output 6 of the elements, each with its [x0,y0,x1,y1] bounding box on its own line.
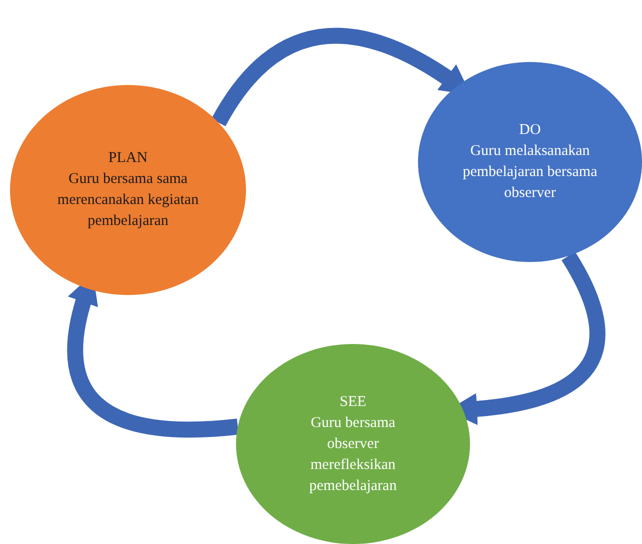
node-title: DO [519,121,541,140]
node-description: Guru bersama sama merencanakan kegiatan pembelajaran [56,170,200,231]
node-description: Guru bersama observer merefleksikan pemebelajaran [308,414,398,496]
node-description: Guru melaksanakan pembelajaran bersama observer [462,142,598,203]
node-title: PLAN [108,149,148,168]
node-title: SEE [340,392,366,412]
